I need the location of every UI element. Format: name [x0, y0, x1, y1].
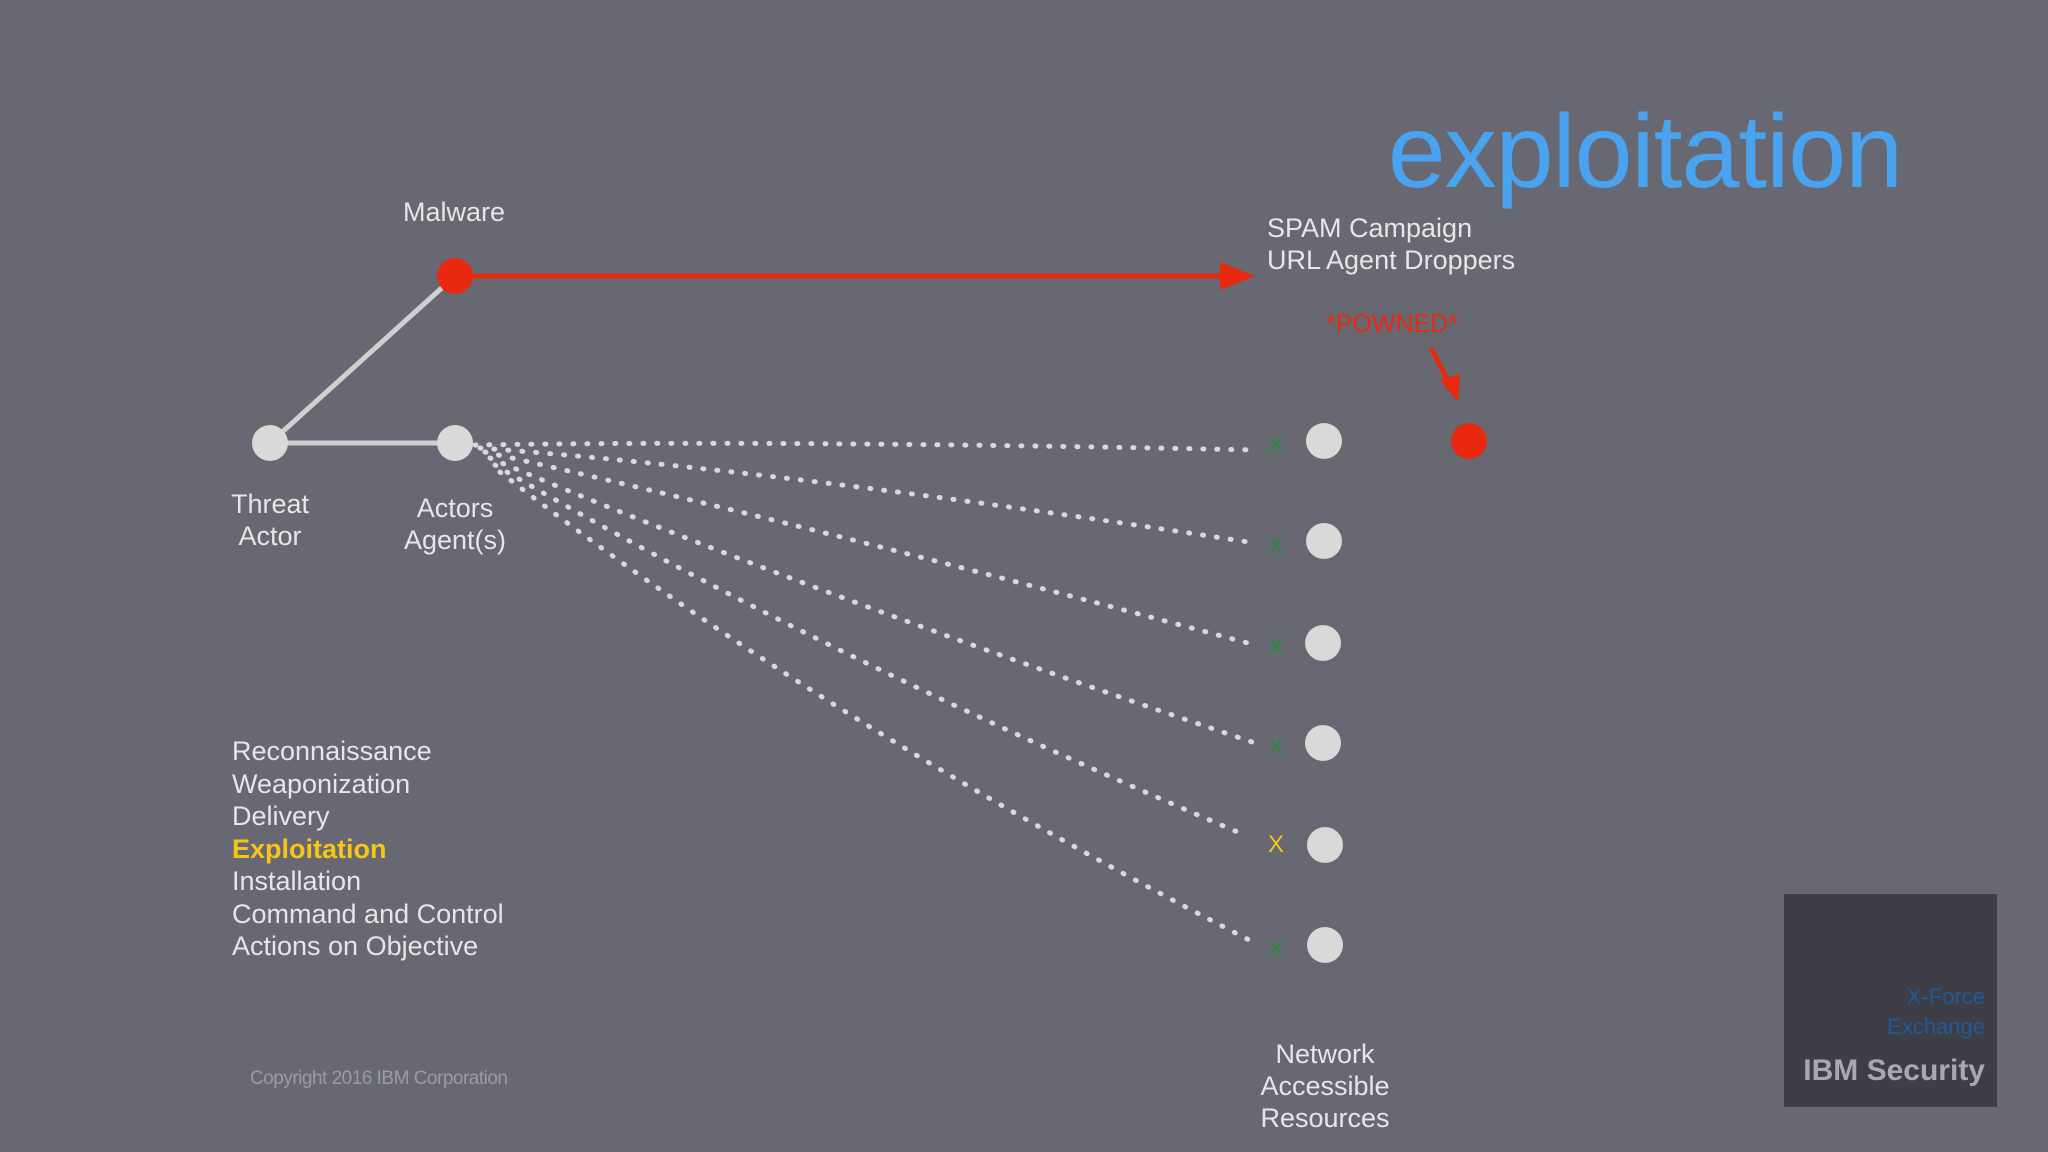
dotted-path-6	[497, 469, 1258, 946]
xforce-exchange-label: X-Force Exchange	[1887, 982, 1985, 1042]
actors-agents-node	[437, 425, 473, 461]
xforce-line-2: Exchange	[1887, 1014, 1985, 1039]
target-node-2	[1306, 523, 1342, 559]
threat-actor-line-2: Actor	[238, 521, 302, 551]
target-mark-3: X	[1268, 634, 1284, 661]
actor-to-malware-line	[267, 273, 458, 446]
powned-arrowhead	[1440, 374, 1460, 402]
phase-item: Weaponization	[232, 768, 411, 799]
threat-actor-node	[252, 425, 288, 461]
slide-title: exploitation	[1387, 94, 1903, 210]
ibm-security-brand: IBM Security	[1803, 1054, 1985, 1087]
network-line-3: Resources	[1260, 1103, 1390, 1133]
target-mark-6: X	[1268, 936, 1284, 963]
target-mark-2: X	[1268, 532, 1284, 559]
target-node-3	[1305, 625, 1341, 661]
malware-node	[437, 258, 473, 294]
dotted-path-2	[477, 445, 1258, 546]
xforce-line-1: X-Force	[1906, 984, 1985, 1009]
target-node-1	[1306, 423, 1342, 459]
ibm-security-logo: X-Force Exchange IBM Security	[1784, 894, 1997, 1107]
powned-label: *POWNED*	[1326, 310, 1458, 338]
target-mark-1: X	[1268, 432, 1284, 459]
phase-item: Reconnaissance	[232, 736, 432, 766]
actors-agents-line-2: Agent(s)	[403, 525, 507, 555]
spam-line-1: SPAM Campaign	[1267, 213, 1473, 243]
dotted-path-3	[482, 449, 1258, 648]
phase-item: Command and Control	[232, 898, 504, 929]
powned-node	[1451, 423, 1487, 459]
target-mark-4: X	[1268, 734, 1284, 761]
malware-arrowhead	[1220, 262, 1255, 290]
phase-item-active: Exploitation	[232, 833, 387, 864]
actors-agents-label: Actors Agent(s)	[380, 492, 530, 556]
spam-line-2: URL Agent Droppers	[1267, 245, 1516, 275]
dotted-path-4	[487, 455, 1258, 746]
dotted-paths	[472, 440, 1258, 946]
network-resources-label: Network Accessible Resources	[1225, 1038, 1425, 1134]
threat-actor-label: Threat Actor	[200, 488, 340, 552]
target-node-5	[1307, 827, 1343, 863]
network-line-1: Network	[1275, 1039, 1375, 1069]
dotted-path-5	[492, 462, 1243, 836]
spam-label: SPAM Campaign URL Agent Droppers	[1267, 212, 1515, 276]
phase-item: Actions on Objective	[232, 931, 479, 961]
kill-chain-phase-list: Reconnaissance Weaponization Delivery Ex…	[232, 735, 504, 963]
phase-item: Installation	[232, 866, 362, 896]
dotted-path-1	[472, 440, 1258, 453]
phase-item: Delivery	[232, 801, 330, 831]
target-node-4	[1305, 725, 1341, 761]
threat-actor-line-1: Threat	[230, 489, 310, 519]
network-line-2: Accessible	[1260, 1071, 1390, 1101]
actors-agents-line-1: Actors	[416, 493, 494, 523]
copyright: Copyright 2016 IBM Corporation	[250, 1068, 508, 1089]
target-mark-5: X	[1268, 831, 1284, 858]
malware-label: Malware	[403, 197, 506, 227]
target-node-6	[1307, 927, 1343, 963]
